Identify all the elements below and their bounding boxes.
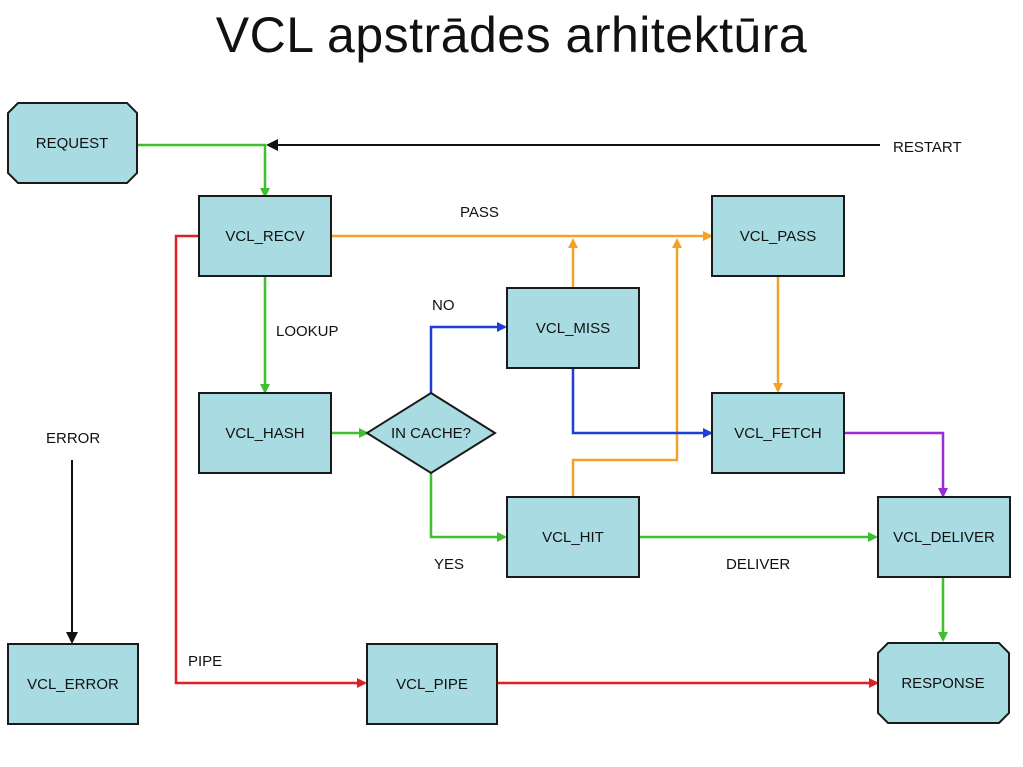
- label-pass: PASS: [460, 204, 499, 221]
- edge-hit-to-pass: [571, 238, 682, 497]
- label-lookup: LOOKUP: [276, 323, 339, 340]
- label-restart: RESTART: [893, 139, 962, 156]
- node-vcl-error: VCL_ERROR: [7, 643, 139, 725]
- node-in-cache: IN CACHE?: [365, 391, 497, 475]
- node-vcl-fetch-label: VCL_FETCH: [734, 425, 822, 442]
- node-vcl-error-label: VCL_ERROR: [27, 676, 119, 693]
- node-vcl-hit-label: VCL_HIT: [542, 529, 604, 546]
- node-vcl-hit: VCL_HIT: [506, 496, 640, 578]
- node-response: RESPONSE: [877, 642, 1010, 724]
- page-title: VCL apstrādes arhitektūra: [215, 7, 808, 63]
- edge-incache-to-hit: [429, 473, 507, 542]
- label-no: NO: [432, 297, 455, 314]
- node-vcl-recv: VCL_RECV: [198, 195, 332, 277]
- node-vcl-hash: VCL_HASH: [198, 392, 332, 474]
- edge-recv-to-pipe: [174, 234, 367, 688]
- node-vcl-miss-label: VCL_MISS: [536, 320, 610, 337]
- edge-request-to-recv: [137, 143, 270, 198]
- node-vcl-miss: VCL_MISS: [506, 287, 640, 369]
- edge-fetch-to-deliver: [844, 431, 948, 498]
- node-vcl-pipe: VCL_PIPE: [366, 643, 498, 725]
- node-request: REQUEST: [7, 102, 138, 184]
- node-request-label: REQUEST: [36, 135, 109, 152]
- edge-incache-to-miss: [429, 322, 507, 393]
- node-vcl-recv-label: VCL_RECV: [225, 228, 304, 245]
- node-vcl-deliver-label: VCL_DELIVER: [893, 529, 995, 546]
- node-vcl-fetch: VCL_FETCH: [711, 392, 845, 474]
- node-vcl-deliver: VCL_DELIVER: [877, 496, 1011, 578]
- node-vcl-pipe-label: VCL_PIPE: [396, 676, 468, 693]
- edge-miss-to-fetch: [571, 368, 713, 438]
- label-error: ERROR: [46, 430, 100, 447]
- label-pipe: PIPE: [188, 653, 222, 670]
- node-vcl-pass-label: VCL_PASS: [740, 228, 816, 245]
- node-vcl-hash-label: VCL_HASH: [225, 425, 304, 442]
- node-vcl-pass: VCL_PASS: [711, 195, 845, 277]
- node-in-cache-label: IN CACHE?: [391, 425, 471, 442]
- label-yes: YES: [434, 556, 464, 573]
- label-deliver: DELIVER: [726, 556, 790, 573]
- node-response-label: RESPONSE: [901, 675, 984, 692]
